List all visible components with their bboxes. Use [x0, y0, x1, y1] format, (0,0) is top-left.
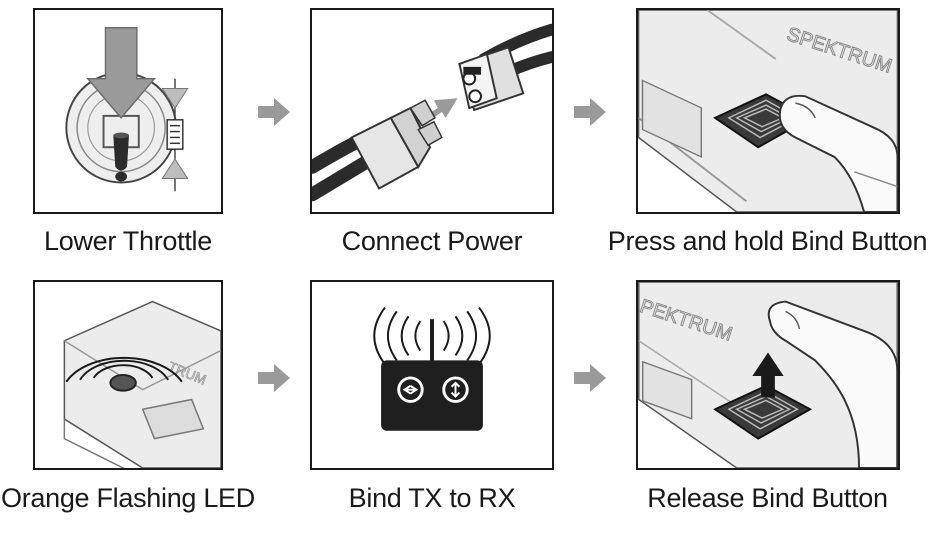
power-connector-illustration	[312, 23, 552, 202]
right-arrow-icon	[572, 362, 608, 394]
right-arrow-icon	[572, 96, 608, 128]
step-1-lower-throttle-panel	[33, 8, 223, 214]
step-2-caption: Connect Power	[341, 226, 523, 256]
transmitter-illustration	[373, 306, 491, 431]
throttle-stick-illustration	[65, 27, 189, 192]
step-6-release-bind-panel: PEKTRUM	[636, 280, 900, 470]
right-arrow-icon	[256, 362, 292, 394]
release-bind-button-illustration: PEKTRUM	[638, 282, 898, 468]
step-3-press-bind-panel: SPEKTRUM	[636, 8, 900, 214]
press-bind-button-illustration: SPEKTRUM	[638, 10, 898, 212]
led-indicator	[109, 374, 137, 392]
led-flashing-illustration: TRUM	[63, 300, 221, 468]
step-6-caption: Release Bind Button	[647, 483, 888, 513]
step-5-bind-tx-panel	[310, 280, 554, 470]
step-1-caption: Lower Throttle	[44, 226, 212, 256]
right-arrow-icon	[256, 96, 292, 128]
step-2-connect-power-panel	[310, 8, 554, 214]
up-arrow-icon	[752, 352, 784, 398]
step-4-caption: Orange Flashing LED	[1, 483, 255, 513]
step-5-caption: Bind TX to RX	[348, 483, 516, 513]
step-3-caption: Press and hold Bind Button	[607, 226, 928, 256]
step-4-orange-led-panel: TRUM	[33, 280, 223, 470]
